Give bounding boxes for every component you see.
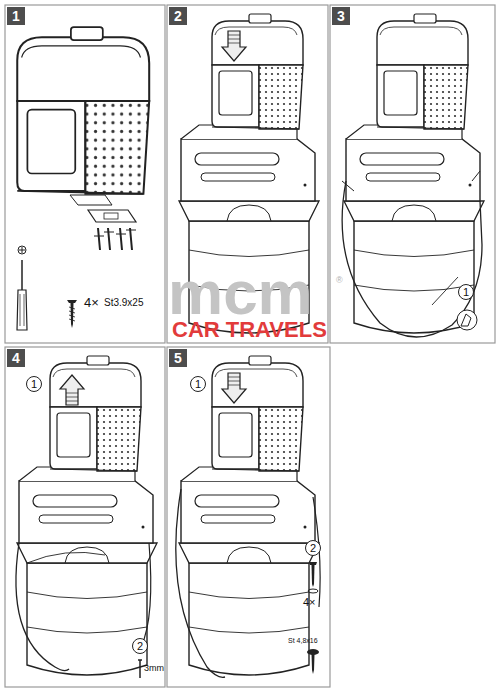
- step-number: 2: [169, 7, 187, 25]
- step-number: 1: [7, 7, 25, 25]
- quantity-label: 4×: [303, 597, 316, 608]
- watermark: mcm: [168, 262, 313, 324]
- step-number-text: 1: [12, 9, 20, 23]
- callout-number: 1: [26, 376, 42, 392]
- callout-number: 2: [305, 540, 321, 556]
- step-number: 3: [332, 7, 350, 25]
- dimension-label: 3mm: [144, 664, 164, 673]
- step-number: 5: [169, 349, 187, 367]
- screw-size-label: St 4,8x16: [288, 637, 318, 644]
- step-number: 4: [7, 349, 25, 367]
- step-number-text: 2: [174, 9, 182, 23]
- screw-size-label: St3.9x25: [104, 298, 143, 308]
- quantity-label: 4×: [84, 296, 99, 309]
- callout-number-text: 2: [310, 543, 316, 554]
- watermark: CAR TRAVELS: [172, 319, 327, 341]
- callout-number-text: 1: [195, 379, 201, 390]
- callout-number: 1: [190, 376, 206, 392]
- step-number-text: 5: [174, 351, 182, 365]
- callout-number-text: 1: [463, 287, 469, 298]
- step-number-text: 4: [12, 351, 20, 365]
- callout-number: 2: [132, 638, 148, 654]
- callout-number-text: 2: [137, 641, 143, 652]
- callout-number-text: 1: [31, 379, 37, 390]
- watermark: ®: [336, 276, 343, 285]
- step-number-text: 3: [337, 9, 345, 23]
- callout-number: 1: [458, 284, 474, 300]
